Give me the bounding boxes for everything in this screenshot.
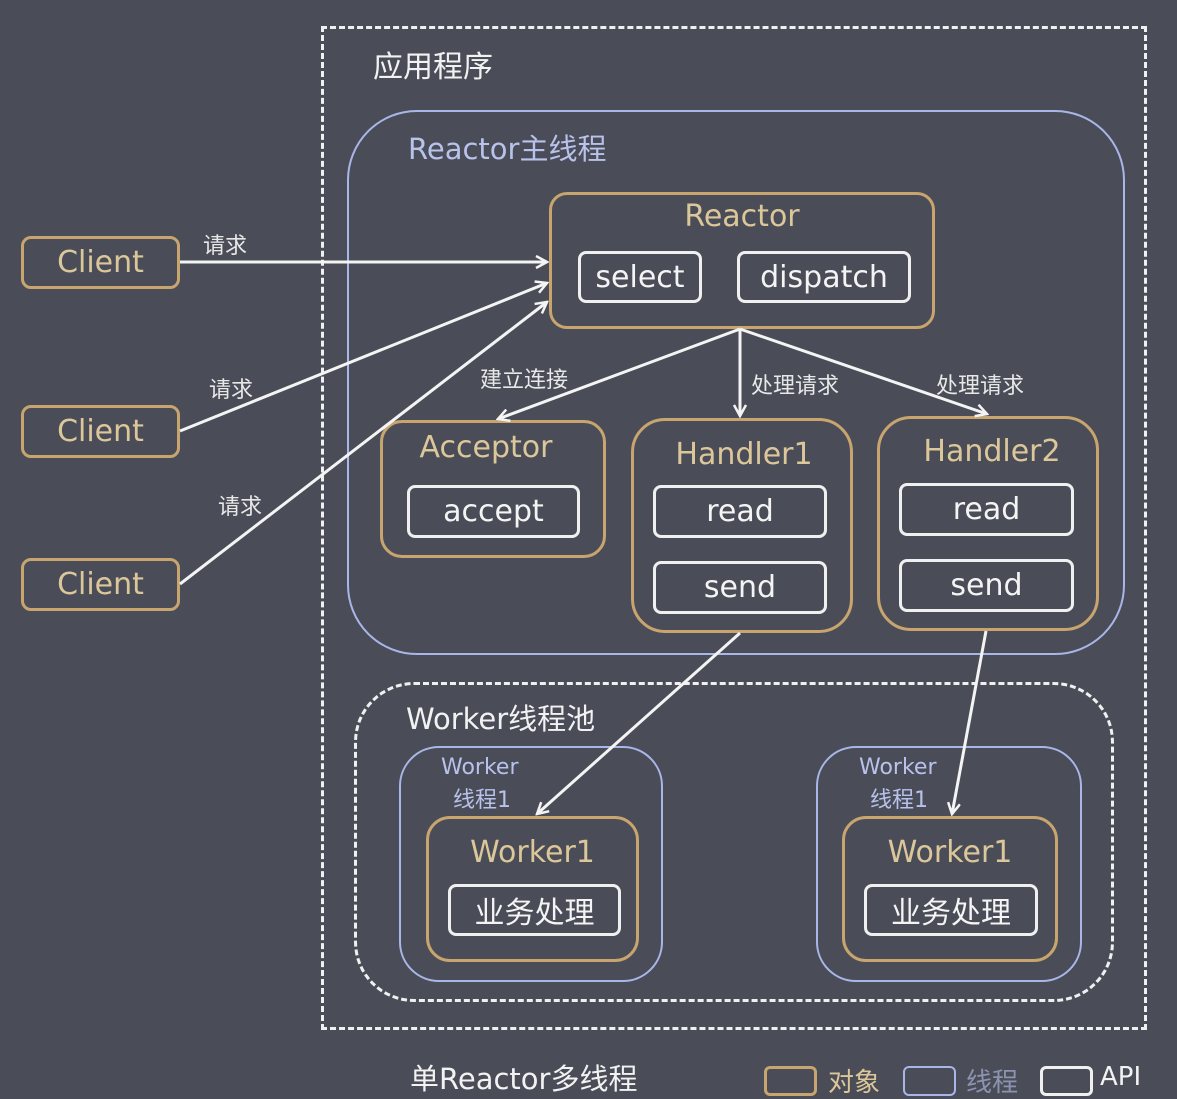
client-3: Client (21, 558, 180, 611)
api-handler2-read: read (899, 483, 1074, 536)
worker1-object-a (426, 816, 639, 962)
client-1-label: Client (57, 245, 144, 280)
legend-api-label: API (1100, 1062, 1142, 1092)
api-business-a: 业务处理 (448, 884, 621, 936)
handler2-object (877, 416, 1099, 631)
diagram-caption: 单Reactor多线程 (410, 1062, 638, 1096)
reactor-title: Reactor (684, 199, 800, 234)
application-label: 应用程序 (373, 50, 493, 85)
api-handler1-send: send (653, 561, 827, 614)
api-handler1-read: read (653, 485, 827, 538)
handler1-title: Handler1 (675, 437, 813, 472)
reactor-main-thread-label: Reactor主线程 (408, 132, 607, 166)
api-select: select (578, 251, 702, 303)
edge-label-client2: 请求 (209, 378, 254, 403)
client-3-label: Client (57, 567, 144, 602)
edge-label-handler2: 处理请求 (936, 374, 1025, 399)
handler2-title: Handler2 (923, 434, 1061, 469)
api-dispatch: dispatch (737, 251, 911, 303)
api-business-b: 业务处理 (864, 884, 1038, 936)
worker1-object-b (842, 816, 1058, 962)
worker-thread-1-label-line1: Worker (441, 755, 519, 780)
worker-pool-label: Worker线程池 (406, 702, 596, 736)
acceptor-title: Acceptor (419, 430, 553, 465)
worker-thread-2-label-line1: Worker (859, 755, 937, 780)
handler1-object (631, 418, 853, 633)
client-2-label: Client (57, 414, 144, 449)
api-accept: accept (407, 485, 580, 538)
worker-thread-2 (816, 746, 1082, 982)
legend-thread-label: 线程 (966, 1068, 1019, 1098)
api-handler2-send: send (899, 559, 1074, 612)
worker-thread-2-label-line2: 线程1 (870, 788, 928, 813)
edge-label-client3: 请求 (218, 495, 263, 520)
worker1-title-b: Worker1 (887, 835, 1013, 870)
client-1: Client (21, 236, 180, 289)
worker-thread-1 (399, 746, 663, 982)
edge-label-client1: 请求 (203, 234, 248, 259)
worker-thread-1-label-line2: 线程1 (453, 788, 511, 813)
worker1-title-a: Worker1 (470, 835, 595, 870)
legend-object-label: 对象 (828, 1068, 881, 1098)
edge-label-accept: 建立连接 (480, 368, 569, 393)
edge-label-handler1: 处理请求 (751, 374, 840, 399)
reactor-object (549, 192, 935, 329)
client-2: Client (21, 405, 180, 458)
